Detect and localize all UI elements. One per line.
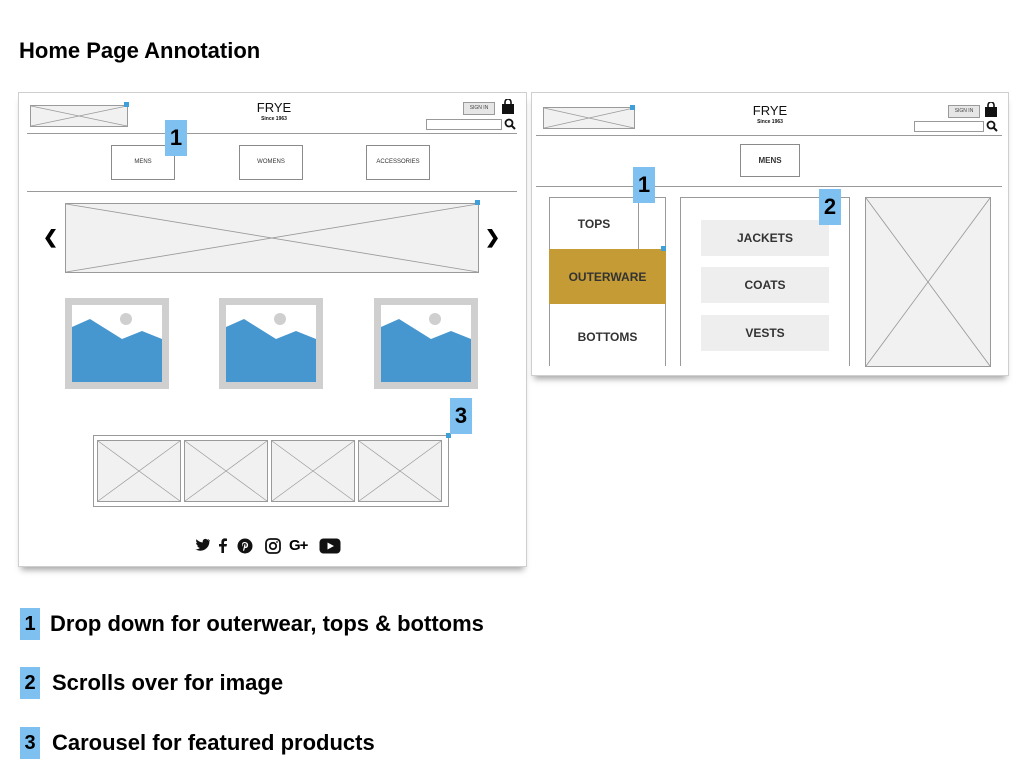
- legend-text-1: Drop down for outerwear, tops & bottoms: [50, 611, 484, 636]
- subcategory-coats[interactable]: COATS: [701, 267, 829, 303]
- featured-product-placeholder[interactable]: [271, 440, 355, 502]
- sign-in-button[interactable]: SIGN IN: [463, 102, 495, 115]
- annotation-badge-1: 1: [633, 167, 655, 203]
- shopping-bag-icon[interactable]: [984, 102, 998, 118]
- preview-image-placeholder: [865, 197, 991, 367]
- category-bottoms[interactable]: BOTTOMS: [577, 330, 638, 344]
- page-title: Home Page Annotation: [19, 38, 261, 63]
- search-input[interactable]: [914, 121, 984, 132]
- annotation-badge-2: 2: [819, 189, 841, 225]
- subcategory-menu: JACKETS COATS VESTS: [680, 197, 850, 366]
- dropdown-wireframe: FRYE Since 1963 SIGN IN MENS TOPS OUTERW…: [531, 92, 1009, 376]
- category-outerware[interactable]: OUTERWARE: [549, 249, 666, 304]
- annotation-marker: [475, 200, 480, 205]
- header-divider: [536, 135, 1002, 136]
- annotation-badge-3: 3: [450, 398, 472, 434]
- instagram-icon[interactable]: [265, 538, 281, 554]
- product-image[interactable]: [374, 298, 478, 389]
- legend-text-2: Scrolls over for image: [52, 670, 284, 695]
- featured-product-placeholder[interactable]: [184, 440, 268, 502]
- youtube-icon[interactable]: [319, 538, 341, 554]
- google-plus-icon[interactable]: G+: [289, 537, 308, 554]
- nav-mens[interactable]: MENS: [111, 145, 175, 180]
- product-image[interactable]: [65, 298, 169, 389]
- nav-divider: [536, 186, 1002, 187]
- logo-placeholder: [30, 105, 128, 127]
- carousel-next-arrow[interactable]: ❯: [485, 227, 501, 247]
- featured-products-carousel[interactable]: [93, 435, 449, 507]
- annotation-marker: [446, 433, 451, 438]
- subcategory-jackets[interactable]: JACKETS: [701, 220, 829, 256]
- brand-logo: FRYE: [256, 100, 292, 115]
- facebook-icon[interactable]: [217, 538, 229, 553]
- category-tops[interactable]: TOPS: [549, 197, 639, 250]
- annotation-marker: [661, 246, 666, 251]
- logo-placeholder: [543, 107, 635, 129]
- search-icon[interactable]: [986, 120, 998, 132]
- category-menu: TOPS OUTERWARE BOTTOMS: [549, 197, 666, 366]
- brand-logo: FRYE: [752, 103, 788, 118]
- legend-badge-1: 1: [20, 608, 40, 640]
- search-input[interactable]: [426, 119, 502, 130]
- nav-accessories[interactable]: ACCESSORIES: [366, 145, 430, 180]
- nav-divider: [27, 191, 517, 192]
- carousel-prev-arrow[interactable]: ❮: [43, 227, 59, 247]
- nav-womens[interactable]: WOMENS: [239, 145, 303, 180]
- header-divider: [27, 133, 517, 134]
- legend-badge-2: 2: [20, 667, 40, 699]
- hero-banner-placeholder: [65, 203, 479, 273]
- brand-tagline: Since 1963: [757, 119, 783, 125]
- featured-product-placeholder[interactable]: [97, 440, 181, 502]
- legend-badge-3: 3: [20, 727, 40, 759]
- annotation-marker: [124, 102, 129, 107]
- pinterest-icon[interactable]: [237, 538, 253, 554]
- twitter-icon[interactable]: [195, 538, 211, 552]
- search-icon[interactable]: [504, 118, 516, 130]
- subcategory-vests[interactable]: VESTS: [701, 315, 829, 351]
- annotation-marker: [630, 105, 635, 110]
- product-image[interactable]: [219, 298, 323, 389]
- shopping-bag-icon[interactable]: [501, 99, 515, 115]
- sign-in-button[interactable]: SIGN IN: [948, 105, 980, 118]
- annotation-badge-1: 1: [165, 120, 187, 156]
- nav-mens[interactable]: MENS: [740, 144, 800, 177]
- legend-text-3: Carousel for featured products: [52, 730, 375, 755]
- featured-product-placeholder[interactable]: [358, 440, 442, 502]
- brand-tagline: Since 1963: [261, 116, 287, 122]
- home-wireframe: FRYE Since 1963 SIGN IN MENS WOMENS ACCE…: [18, 92, 527, 567]
